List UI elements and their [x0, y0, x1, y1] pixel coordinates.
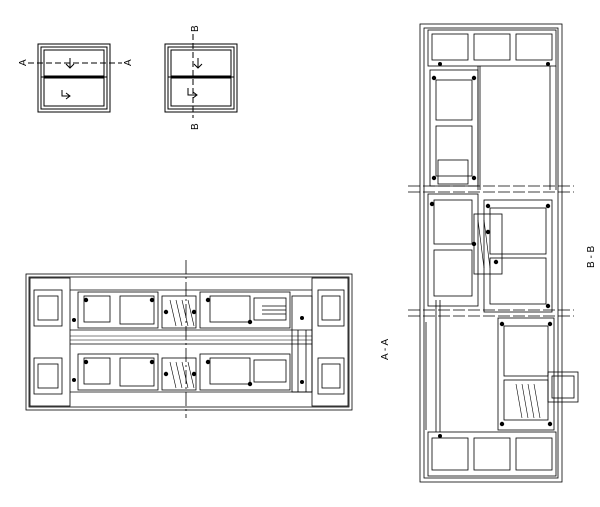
section-cut-label-b-top: B [190, 25, 201, 32]
elevation-b [164, 34, 238, 118]
section-cut-label-b-bottom: B [190, 123, 201, 130]
section-aa-label: A - A [380, 339, 391, 360]
section-bb-hatching [477, 219, 541, 419]
section-aa-hatching [169, 299, 195, 389]
section-cut-label-a-left: A [18, 59, 29, 66]
elevation-a [28, 43, 122, 113]
section-aa-drawing [25, 260, 353, 418]
section-cut-label-a-right: A [123, 59, 134, 66]
section-bb-label: B - B [586, 245, 597, 268]
section-bb-drawing [408, 23, 579, 483]
section-bb-gaskets [429, 62, 553, 438]
section-aa-gaskets [72, 297, 304, 387]
